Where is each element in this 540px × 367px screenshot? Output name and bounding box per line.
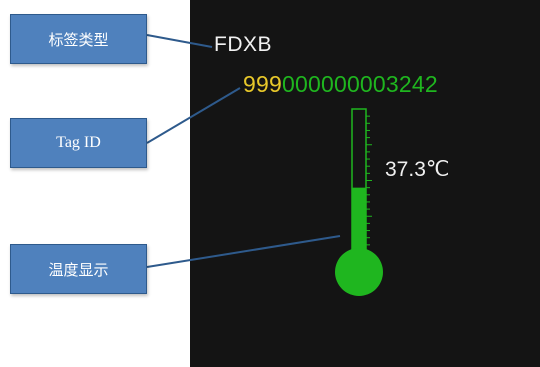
leader-line-tag-id [146, 87, 241, 144]
callout-tag-type: 标签类型 [10, 14, 147, 64]
leader-line-temperature [146, 235, 341, 268]
thermometer-fill [352, 187, 366, 252]
tag-id-prefix: 999 [243, 71, 282, 97]
thermometer-icon [335, 108, 383, 296]
device-screen [190, 0, 540, 367]
tag-type-value: FDXB [214, 33, 273, 56]
thermometer-bulb [335, 248, 383, 296]
tag-id-value: 999000000003242 [243, 71, 438, 98]
thermometer-scale [366, 115, 372, 246]
callout-tag-id: Tag ID [10, 118, 147, 168]
callout-temperature-label: 温度显示 [48, 260, 109, 279]
callout-temperature: 温度显示 [10, 244, 147, 294]
callout-tag-id-label: Tag ID [56, 134, 101, 151]
callout-tag-type-label: 标签类型 [48, 30, 109, 49]
tag-id-digits: 000000003242 [281, 71, 438, 97]
temperature-value: 37.3℃ [385, 158, 450, 181]
leader-line-tag-type [146, 34, 213, 48]
